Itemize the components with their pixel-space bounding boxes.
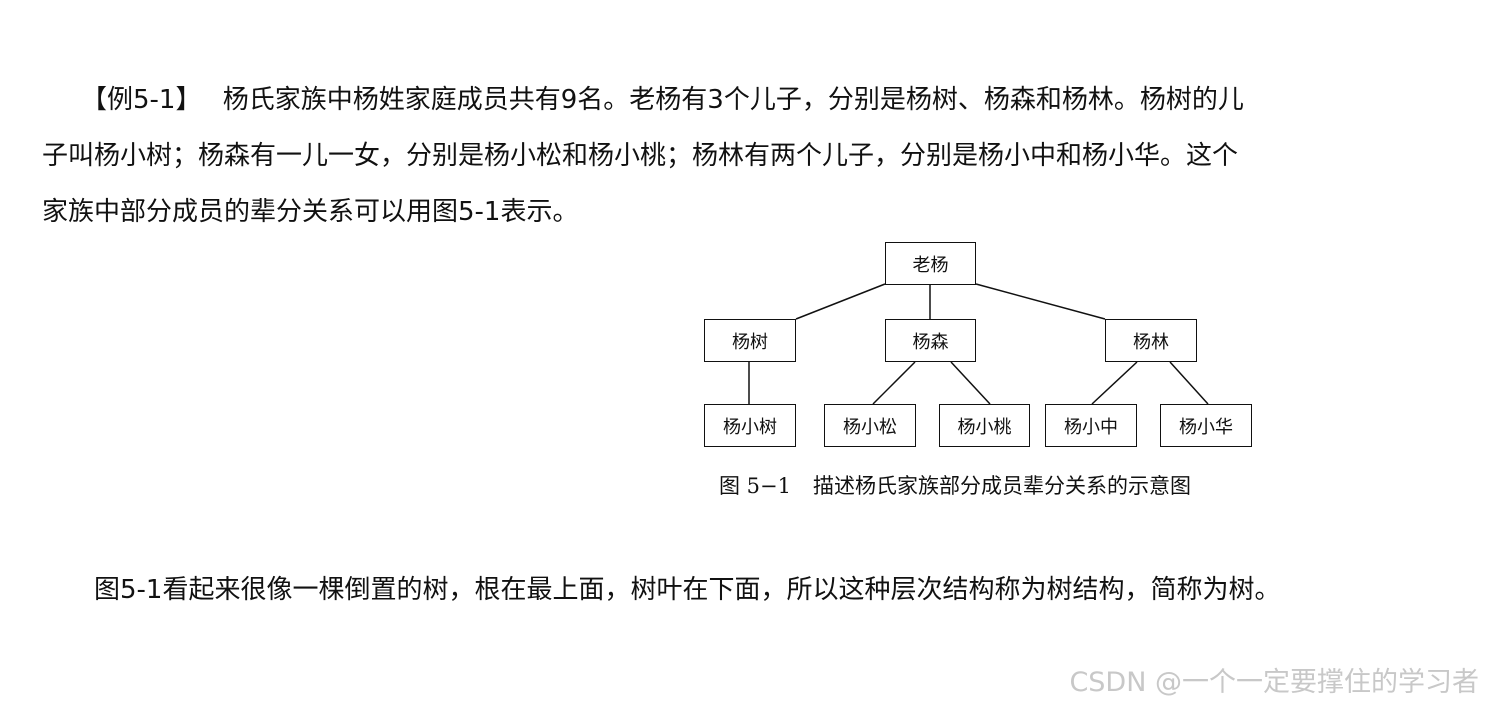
paragraph-2: 图5-1看起来很像一棵倒置的树，根在最上面，树叶在下面，所以这种层次结构称为树结… <box>42 575 1281 605</box>
edge-yanglin-yangxiaozhong <box>1091 361 1138 405</box>
node-root: 老杨 <box>885 242 976 285</box>
family-tree-diagram: 老杨 杨树 杨森 杨林 杨小树 杨小松 杨小桃 杨小中 杨小华 <box>700 238 1260 458</box>
edge-yanglin-yangxiaohua <box>1169 361 1209 405</box>
node-yangsen: 杨森 <box>885 319 976 362</box>
node-yangxiaotao: 杨小桃 <box>939 404 1030 447</box>
edge-yangsen-yangxiaotao <box>950 361 991 405</box>
edge-root-yangshu <box>795 283 886 320</box>
edge-yangsen-yangxiaosong <box>872 361 916 405</box>
paragraph-1-line-3: 家族中部分成员的辈分关系可以用图5-1表示。 <box>42 197 579 227</box>
figure-caption-text: 描述杨氏家族部分成员辈分关系的示意图 <box>813 474 1191 498</box>
node-yangxiaosong: 杨小松 <box>824 404 916 447</box>
csdn-watermark: CSDN @一个一定要撑住的学习者 <box>1069 667 1479 698</box>
figure-caption: 图 5−1 描述杨氏家族部分成员辈分关系的示意图 <box>719 470 1191 500</box>
node-yangshu: 杨树 <box>704 319 796 362</box>
node-yangxiaozhong: 杨小中 <box>1045 404 1137 447</box>
edge-root-yanglin <box>975 283 1106 320</box>
node-yangxiaohua: 杨小华 <box>1160 404 1252 447</box>
tree-edges <box>748 283 1209 405</box>
paragraph-1-line-2: 子叫杨小树；杨森有一儿一女，分别是杨小松和杨小桃；杨林有两个儿子，分别是杨小中和… <box>42 141 1239 171</box>
node-yangxiaoshu: 杨小树 <box>704 404 796 447</box>
paragraph-1-line-1: 【例5-1】 杨氏家族中杨姓家庭成员共有9名。老杨有3个儿子，分别是杨树、杨森和… <box>42 85 1244 115</box>
node-yanglin: 杨林 <box>1105 319 1197 362</box>
figure-number: 图 5−1 <box>719 474 791 498</box>
